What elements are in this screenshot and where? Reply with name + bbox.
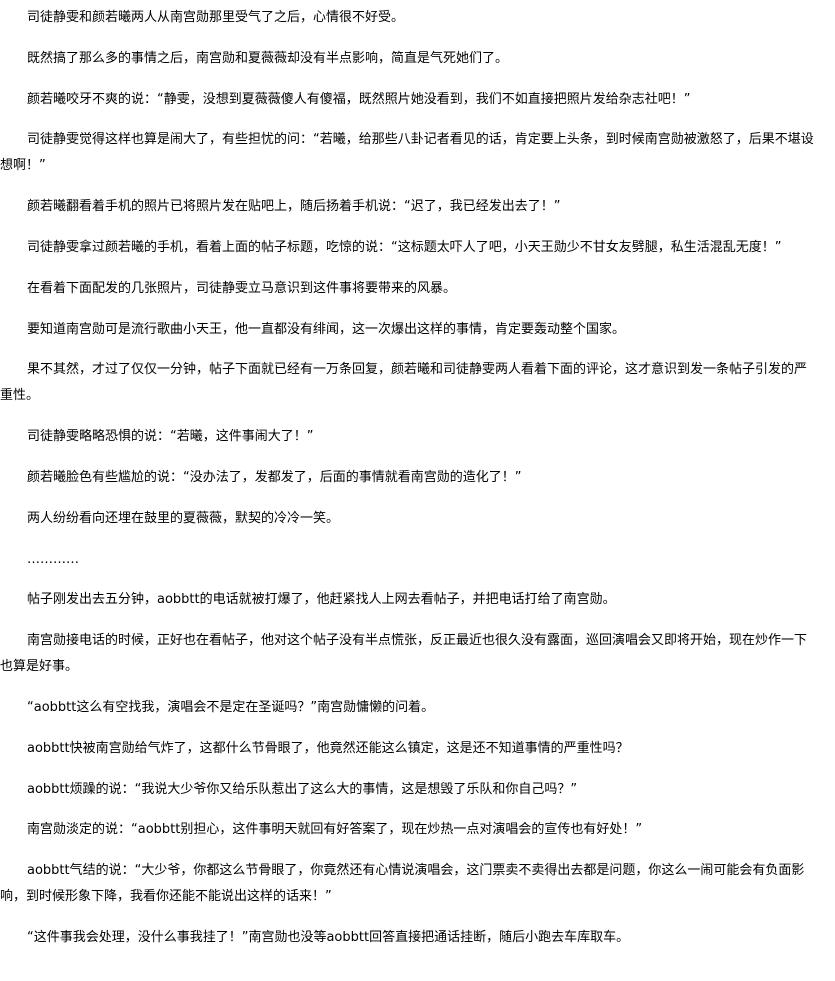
paragraph-5: 颜若曦翻看着手机的照片已将照片发在贴吧上，随后扬着手机说：“迟了，我已经发出去了… [27,199,561,215]
paragraph-4: 司徒静雯觉得这样也算是闹大了，有些担忧的问：“若曦，给那些八卦记者看见的话，肯定… [0,132,814,174]
paragraph-16: aobbtt快被南宫勋给气炸了，这都什么节骨眼了，他竟然还能这么镇定，这是还不知… [27,740,629,756]
paragraph-18: 南宫勋淡定的说：“aobbtt别担心，这件事明天就回有好答案了，现在炒热一点对演… [27,822,643,838]
paragraph-17: aobbtt烦躁的说：“我说大少爷你又给乐队惹出了这么大的事情，这是想毁了乐队和… [27,781,578,797]
scene-break-ellipsis: ………… [27,551,79,567]
paragraph-15: “aobbtt这么有空找我，演唱会不是定在圣诞吗？”南宫勋慵懒的问着。 [27,699,435,715]
paragraph-14: 南宫勋接电话的时候，正好也在看帖子，他对这个帖子没有半点慌张，反正最近也很久没有… [0,633,808,675]
paragraph-6: 司徒静雯拿过颜若曦的手机，看着上面的帖子标题，吃惊的说：“这标题太吓人了吧，小天… [27,239,782,255]
paragraph-12: 两人纷纷看向还埋在鼓里的夏薇薇，默契的冷冷一笑。 [27,510,340,526]
paragraph-10: 司徒静雯略略恐惧的说：“若曦，这件事闹大了！” [27,429,314,445]
paragraph-11: 颜若曦脸色有些尴尬的说：“没办法了，发都发了，后面的事情就看南宫勋的造化了！” [27,469,522,485]
paragraph-1: 司徒静雯和颜若曦两人从南宫勋那里受气了之后，心情很不好受。 [27,10,405,25]
paragraph-8: 要知道南宫勋可是流行歌曲小天王，他一直都没有绯闻，这一次爆出这样的事情，肯定要轰… [27,321,626,337]
paragraph-3: 颜若曦咬牙不爽的说：“静雯，没想到夏薇薇傻人有傻福，既然照片她没看到，我们不如直… [27,91,691,107]
paragraph-7: 在看着下面配发的几张照片，司徒静雯立马意识到这件事将要带来的风暴。 [27,280,457,296]
paragraph-20: “这件事我会处理，没什么事我挂了！”南宫勋也没等aobbtt回答直接把通话挂断，… [27,929,630,945]
paragraph-19: aobbtt气结的说：“大少爷，你都这么节骨眼了，你竟然还有心情说演唱会，这门票… [0,863,805,905]
paragraph-9: 果不其然，才过了仅仅一分钟，帖子下面就已经有一万条回复，颜若曦和司徒静雯两人看着… [0,362,808,404]
paragraph-13: 帖子刚发出去五分钟，aobbtt的电话就被打爆了，他赶紧找人上网去看帖子，并把电… [27,592,616,608]
paragraph-2: 既然搞了那么多的事情之后，南宫勋和夏薇薇却没有半点影响，简直是气死她们了。 [27,50,509,66]
